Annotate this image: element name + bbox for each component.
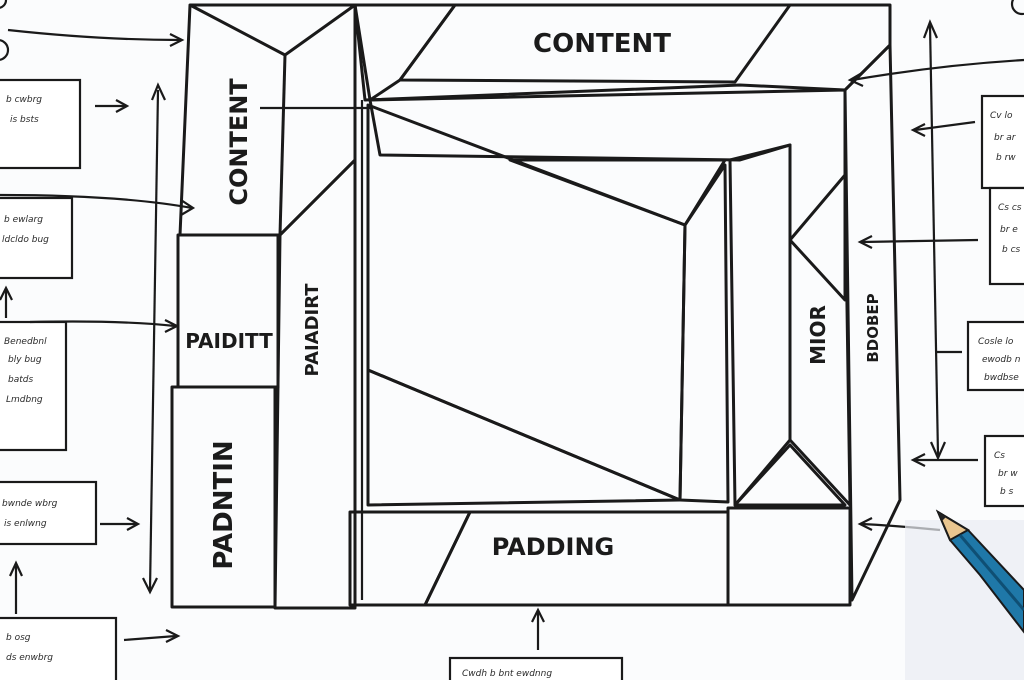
svg-text:Cwdh b bnt ewdnng: Cwdh b bnt ewdnng bbox=[462, 669, 552, 679]
padding-region-inner bbox=[366, 368, 682, 507]
note-right-3 bbox=[966, 320, 1024, 392]
blue-frame-inner-right bbox=[728, 143, 792, 507]
note-right-1 bbox=[980, 94, 1024, 190]
svg-text:Benedbnl: Benedbnl bbox=[4, 337, 47, 347]
svg-text:is bsts: is bsts bbox=[10, 115, 39, 125]
svg-text:ldcldo bug: ldcldo bug bbox=[2, 235, 49, 245]
svg-text:ds enwbrg: ds enwbrg bbox=[6, 653, 53, 663]
pencil-icon bbox=[905, 509, 1024, 680]
svg-text:Cosle lo: Cosle lo bbox=[978, 337, 1014, 347]
svg-text:br e: br e bbox=[1000, 225, 1018, 235]
blue-column-left bbox=[273, 158, 357, 610]
content-region-bottom bbox=[348, 510, 472, 607]
bottom-note: Cwdh b bnt ewdnng bbox=[448, 607, 624, 680]
left-notes: b cwbrg is bsts b ewlarg ldcldo bug Bene… bbox=[0, 0, 196, 680]
svg-text:is enlwng: is enlwng bbox=[4, 519, 47, 529]
svg-text:batds: batds bbox=[8, 375, 33, 385]
note-right-4 bbox=[983, 434, 1024, 508]
green-region-bottom-right bbox=[726, 506, 852, 607]
svg-text:bly bug: bly bug bbox=[8, 355, 42, 365]
label-padntin: PADNTIN bbox=[209, 440, 239, 569]
inner-depth-side bbox=[678, 163, 730, 504]
note-left-5 bbox=[0, 616, 118, 680]
label-padding: PADDING bbox=[492, 533, 615, 561]
note-left-1 bbox=[0, 78, 82, 170]
svg-text:bwdbse: bwdbse bbox=[984, 373, 1019, 383]
content-region-top bbox=[398, 3, 792, 84]
svg-text:ewodb n: ewodb n bbox=[982, 355, 1021, 365]
svg-text:b cs: b cs bbox=[1002, 245, 1021, 255]
svg-text:b ewlarg: b ewlarg bbox=[4, 215, 43, 225]
note-left-4 bbox=[0, 480, 98, 546]
margin-region-right bbox=[788, 173, 852, 507]
label-paddit: PAIDITT bbox=[185, 329, 273, 353]
padding-region-left bbox=[176, 233, 280, 389]
inner-back-panel bbox=[366, 103, 687, 502]
note-left-2 bbox=[0, 196, 74, 280]
svg-text:b rw: b rw bbox=[996, 153, 1016, 163]
svg-text:Lmdbng: Lmdbng bbox=[6, 395, 43, 405]
svg-text:br w: br w bbox=[998, 469, 1018, 479]
label-border: BDOBEP bbox=[864, 293, 882, 362]
content-region-left bbox=[178, 3, 357, 237]
right-notes: Cv lo br ar b rw Cs cs br e b cs Cosle l… bbox=[847, 0, 1024, 532]
label-mior: MIOR bbox=[806, 305, 830, 365]
svg-text:b s: b s bbox=[1000, 487, 1014, 497]
region-labels: CONTENT CONTENT PAIDITT PAIADIRT PADNTIN… bbox=[185, 29, 882, 570]
note-bottom bbox=[448, 656, 624, 680]
box-model-structure bbox=[170, 3, 902, 610]
svg-text:b osg: b osg bbox=[6, 633, 31, 643]
svg-text:br ar: br ar bbox=[994, 133, 1017, 143]
svg-text:b cwbrg: b cwbrg bbox=[6, 95, 42, 105]
svg-text:bwnde wbrg: bwnde wbrg bbox=[2, 499, 58, 509]
green-triangle-right bbox=[733, 443, 847, 507]
label-content-top: CONTENT bbox=[533, 29, 671, 59]
label-content-left: CONTENT bbox=[225, 78, 253, 206]
svg-text:Cv lo: Cv lo bbox=[990, 111, 1013, 121]
svg-text:Cs: Cs bbox=[994, 451, 1005, 461]
note-right-2 bbox=[988, 186, 1024, 286]
label-padtirt: PAIADIRT bbox=[302, 283, 323, 377]
purple-frame-top-left bbox=[353, 3, 457, 102]
svg-text:Cs cs: Cs cs bbox=[998, 203, 1022, 213]
